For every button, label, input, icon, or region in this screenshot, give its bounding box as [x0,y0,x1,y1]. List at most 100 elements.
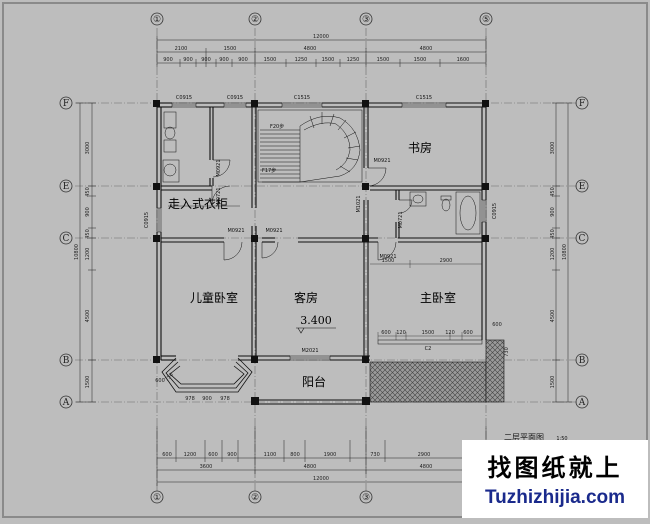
dim-left-4: 450 [85,229,91,239]
axis-label-top-5: ⑤ [482,15,490,25]
tag-door-6: M0721 [398,211,404,228]
dim-bottom-detail-7: 1900 [324,452,337,458]
drawing-scale: 1:50 [556,436,567,442]
tag-win-e: C0915 [144,212,150,228]
door-swings [211,159,413,261]
staircase [257,109,363,183]
tag-door-1: M0921 [216,159,222,176]
dim-top-detail-5: 900 [238,57,248,63]
dim-interior-5: 120 [396,330,406,336]
watermark-url: Tuzhizhijia.com [484,487,626,508]
axis-label-right-a: A [578,398,586,408]
dim-top-detail-4: 900 [219,57,229,63]
axis-label-bottom-1: ① [153,493,161,503]
dim-top-2: 1500 [224,46,237,52]
dim-left-6: 4500 [85,310,91,323]
tag-stair-2: F17步 [262,168,276,174]
dim-left-total: 10800 [74,244,80,260]
dim-bottom-detail-6: 800 [290,452,300,458]
dim-interior-12: 978 [185,396,195,402]
axis-bubbles-sides: F E C B A F E C B A [59,96,589,409]
axis-label-left-a: A [62,398,70,408]
axis-label-right-b: B [579,356,586,366]
axis-label-right-c: C [579,234,586,244]
drawing-frame [2,2,648,518]
tag-door-3: M0921 [227,228,244,234]
dim-right-7: 1500 [550,376,556,389]
dim-interior-7: 120 [445,330,455,336]
room-label-study: 书房 [408,140,432,155]
axis-label-bottom-2: ② [251,493,259,503]
dim-top-1: 2100 [175,46,188,52]
dim-left-3: 900 [85,207,91,217]
tag-door-4: M0921 [265,228,282,234]
dim-left-5: 1200 [85,248,91,261]
tag-win-f3: C1515 [294,95,310,101]
dim-bottom-detail-2: 1200 [184,452,197,458]
dim-top-3: 4800 [304,46,317,52]
axis-label-left-f: F [63,99,69,109]
dim-interior-8: 600 [463,330,473,336]
axis-label-right-e: E [579,182,586,192]
structural-columns [153,100,489,405]
terrace-hatch [369,361,487,403]
dim-right-5: 1200 [550,248,556,261]
dim-top-detail-3: 900 [201,57,211,63]
dim-top-total: 12000 [313,34,329,40]
axis-label-left-b: B [63,356,70,366]
dim-bottom-detail-3: 600 [208,452,218,458]
axis-bubbles-bottom: ① ② ③ ⑤ [150,490,493,504]
dim-interior-13: 900 [202,396,212,402]
tag-door-2: M0721 [216,187,222,204]
dim-right-1: 3000 [550,142,556,155]
tag-door-7: M1021 [356,195,362,212]
dim-bottom-detail-1: 600 [162,452,172,458]
terrace-hatch-side [485,339,505,403]
dim-bottom-2: 4800 [304,464,317,470]
dim-top-detail-7: 1250 [295,57,308,63]
dim-bottom-1: 3600 [200,464,213,470]
room-label-kids-bedroom: 儿童卧室 [190,290,238,305]
dim-bottom-total: 12000 [313,476,329,482]
left-dimensions [76,102,96,403]
dim-interior-6: 1500 [422,330,435,336]
axis-label-left-e: E [63,182,70,192]
tag-win-e2: C0915 [492,203,498,219]
bay-window [161,357,253,393]
tag-win-f1: C0915 [176,95,192,101]
tag-window-master: C2 [425,346,432,352]
drawing-caption: 二层平面图 [504,433,544,442]
dim-interior-3: 600 [381,330,391,336]
dim-top-detail-9: 1250 [347,57,360,63]
elevation-mark: 3.400 [300,314,332,327]
windows [156,102,487,361]
tag-door-5: M0921 [373,158,390,164]
dim-top-detail-6: 1500 [264,57,277,63]
dim-bottom-3: 4800 [420,464,433,470]
axis-label-right-f: F [579,99,585,109]
interior-dim-lines [370,260,482,268]
room-label-master-bedroom: 主卧室 [420,290,456,305]
dim-top-detail-12: 1600 [457,57,470,63]
right-dimensions [552,102,572,403]
room-label-living: 客房 [294,290,318,305]
axis-bubbles-top: ① ② ③ ⑤ [150,12,493,26]
dim-top-detail-10: 1500 [377,57,390,63]
room-label-closet: 走入式衣柜 [168,196,228,211]
dim-interior-9: 600 [155,378,165,384]
dim-right-2: 450 [550,187,556,197]
watermark-title: 找图纸就上 [487,454,623,482]
dim-bottom-detail-9: 2900 [418,452,431,458]
top-dimensions [156,36,487,67]
dim-interior-2: 2900 [440,258,453,264]
dim-interior-4: 600 [492,322,502,328]
dim-top-detail-2: 900 [183,57,193,63]
axis-grid [75,28,578,492]
elevation-triangle [297,327,305,334]
axis-label-bottom-3: ③ [362,493,370,503]
dim-top-detail-8: 1500 [322,57,335,63]
tag-stair-1: F20步 [270,124,284,130]
walls [156,102,487,405]
